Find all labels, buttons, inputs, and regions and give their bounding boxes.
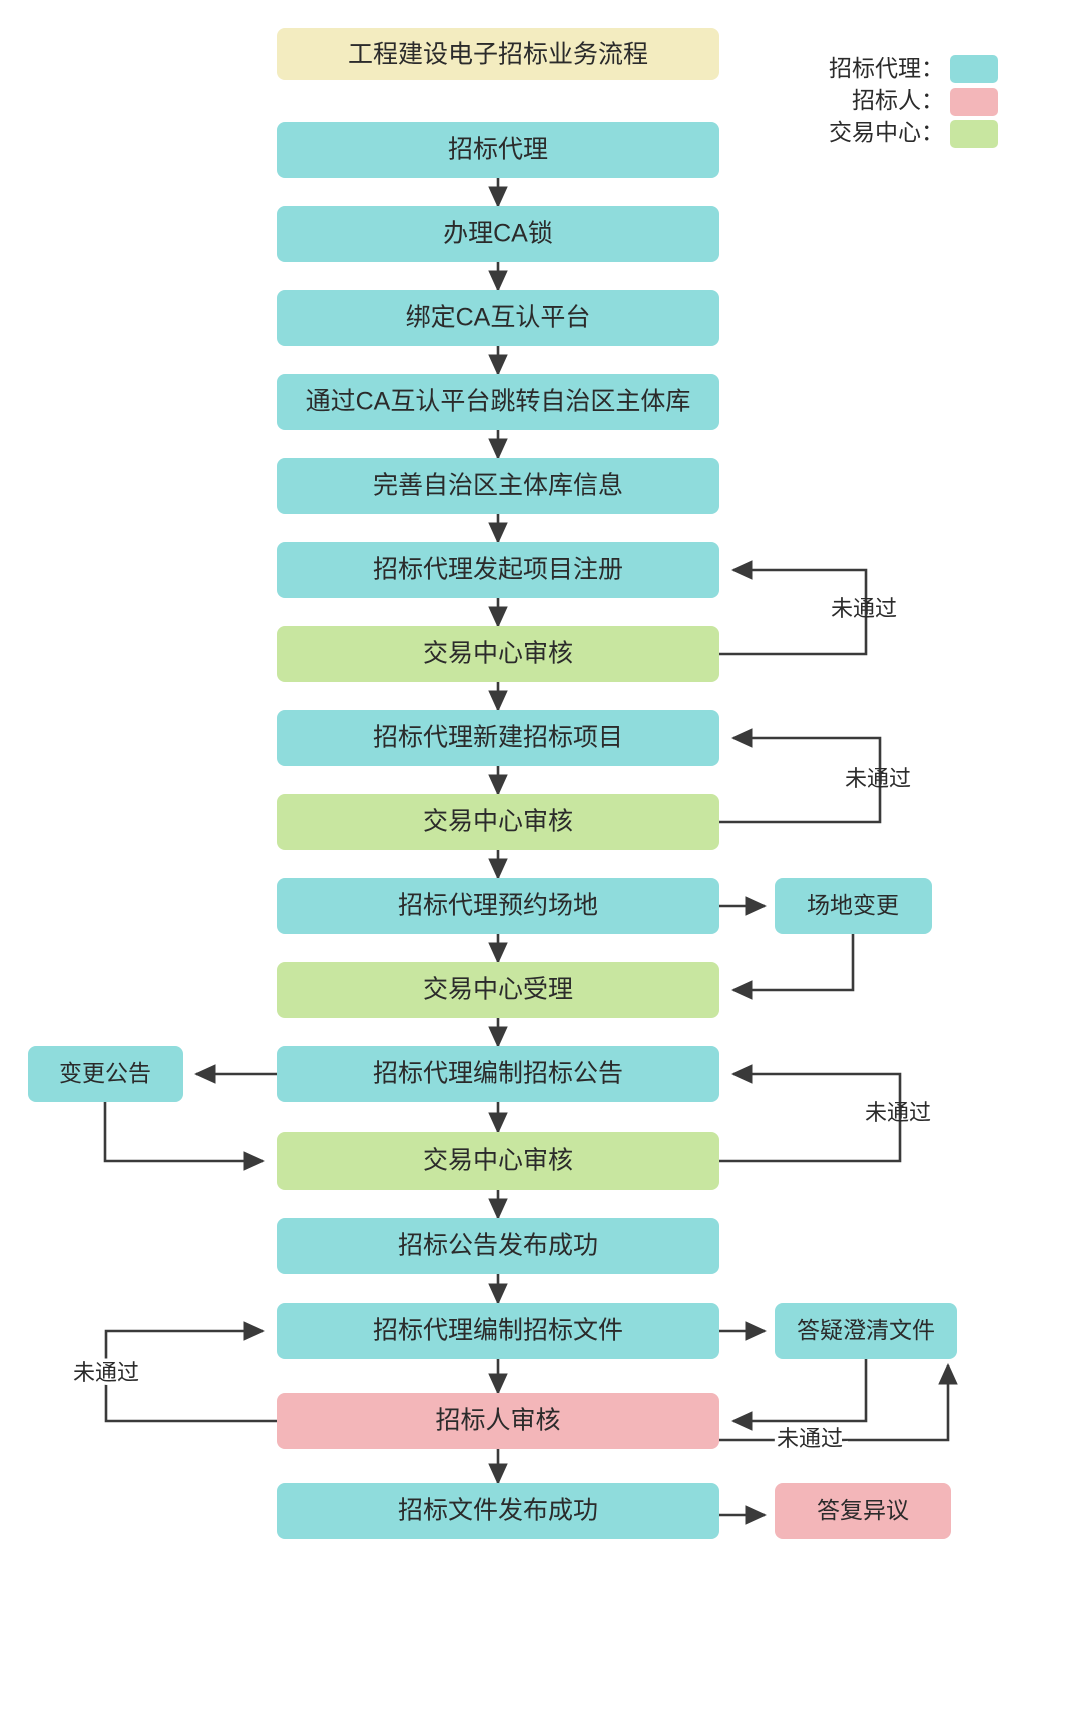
node-n9[interactable]: 招标代理预约场地 [277,878,719,934]
legend-item-label-agent: 招标代理： [829,55,944,81]
edge-site-change-to-accept [731,934,855,1000]
node-n13[interactable]: 招标公告发布成功 [277,1218,719,1274]
node-n1-label: 办理CA锁 [443,220,553,248]
edge-label-reject-5: 未通过 [73,1360,139,1385]
node-n7[interactable]: 招标代理新建招标项目 [277,710,719,766]
node-n12-label: 交易中心审核 [423,1147,573,1175]
node-n12[interactable]: 交易中心审核 [277,1132,719,1190]
node-n5-label: 招标代理发起项目注册 [373,556,623,584]
node-clarification-doc-label: 答疑澄清文件 [797,1317,935,1343]
edge-clarification-to-bidder-review [731,1359,868,1431]
node-objection-reply[interactable]: 答复异议 [775,1483,951,1539]
node-n0[interactable]: 招标代理 [277,122,719,178]
node-n16-label: 招标文件发布成功 [398,1497,598,1525]
node-objection-reply-label: 答复异议 [817,1497,909,1523]
node-layer: 招标代理 办理CA锁 绑定CA互认平台 通过CA互认平台跳转自治区主体库 完善自… [277,122,719,1539]
node-n7-label: 招标代理新建招标项目 [373,724,623,752]
edge-change-notice-to-review [103,1102,265,1171]
node-n3-label: 通过CA互认平台跳转自治区主体库 [306,388,691,416]
edge-reject-1 [719,560,868,656]
node-n15[interactable]: 招标人审核 [277,1393,719,1449]
node-n2[interactable]: 绑定CA互认平台 [277,290,719,346]
edge-reject-4 [719,1363,958,1442]
legend-swatch-center [950,120,998,148]
side-node-layer: 场地变更 变更公告 答疑澄清文件 答复异议 [28,878,957,1539]
node-n11-label: 招标代理编制招标公告 [373,1060,623,1088]
node-site-change[interactable]: 场地变更 [775,878,932,934]
node-n11[interactable]: 招标代理编制招标公告 [277,1046,719,1102]
edge-layer [103,178,958,1525]
edge-label-layer: 未通过 未通过 未通过 未通过 未通过 [69,596,931,1455]
node-n5[interactable]: 招标代理发起项目注册 [277,542,719,598]
title-box: 工程建设电子招标业务流程 [277,28,719,80]
node-n0-label: 招标代理 [448,136,548,164]
legend-swatch-bidder [950,88,998,116]
edge-label-reject-4: 未通过 [777,1426,843,1451]
node-n2-label: 绑定CA互认平台 [406,304,591,332]
node-n10[interactable]: 交易中心受理 [277,962,719,1018]
node-site-change-label: 场地变更 [807,892,899,918]
edge-reject-3 [719,1064,902,1163]
node-n14-label: 招标代理编制招标文件 [373,1317,623,1345]
edge-label-reject-1: 未通过 [831,596,897,621]
node-n13-label: 招标公告发布成功 [398,1232,598,1260]
node-n3[interactable]: 通过CA互认平台跳转自治区主体库 [277,374,719,430]
edge-label-reject-2: 未通过 [845,766,911,791]
node-n15-label: 招标人审核 [435,1407,560,1435]
node-change-notice[interactable]: 变更公告 [28,1046,183,1102]
node-n16[interactable]: 招标文件发布成功 [277,1483,719,1539]
legend-swatch-agent [950,55,998,83]
node-n1[interactable]: 办理CA锁 [277,206,719,262]
node-n4-label: 完善自治区主体库信息 [373,472,623,500]
edge-label-reject-3: 未通过 [865,1100,931,1125]
node-clarification-doc[interactable]: 答疑澄清文件 [775,1303,957,1359]
legend: 招标代理： 招标人： 交易中心： [829,55,998,148]
edge-reject-2 [719,728,882,824]
node-n14[interactable]: 招标代理编制招标文件 [277,1303,719,1359]
node-change-notice-label: 变更公告 [59,1060,151,1086]
node-n8[interactable]: 交易中心审核 [277,794,719,850]
node-n9-label: 招标代理预约场地 [398,892,598,920]
node-n6[interactable]: 交易中心审核 [277,626,719,682]
node-n8-label: 交易中心审核 [423,808,573,836]
edge-reject-5 [104,1321,277,1423]
title-box-label: 工程建设电子招标业务流程 [348,41,648,69]
node-n10-label: 交易中心受理 [423,976,573,1004]
node-n4[interactable]: 完善自治区主体库信息 [277,458,719,514]
node-n6-label: 交易中心审核 [423,640,573,668]
legend-item-label-center: 交易中心： [829,119,944,145]
legend-item-label-bidder: 招标人： [852,87,944,113]
